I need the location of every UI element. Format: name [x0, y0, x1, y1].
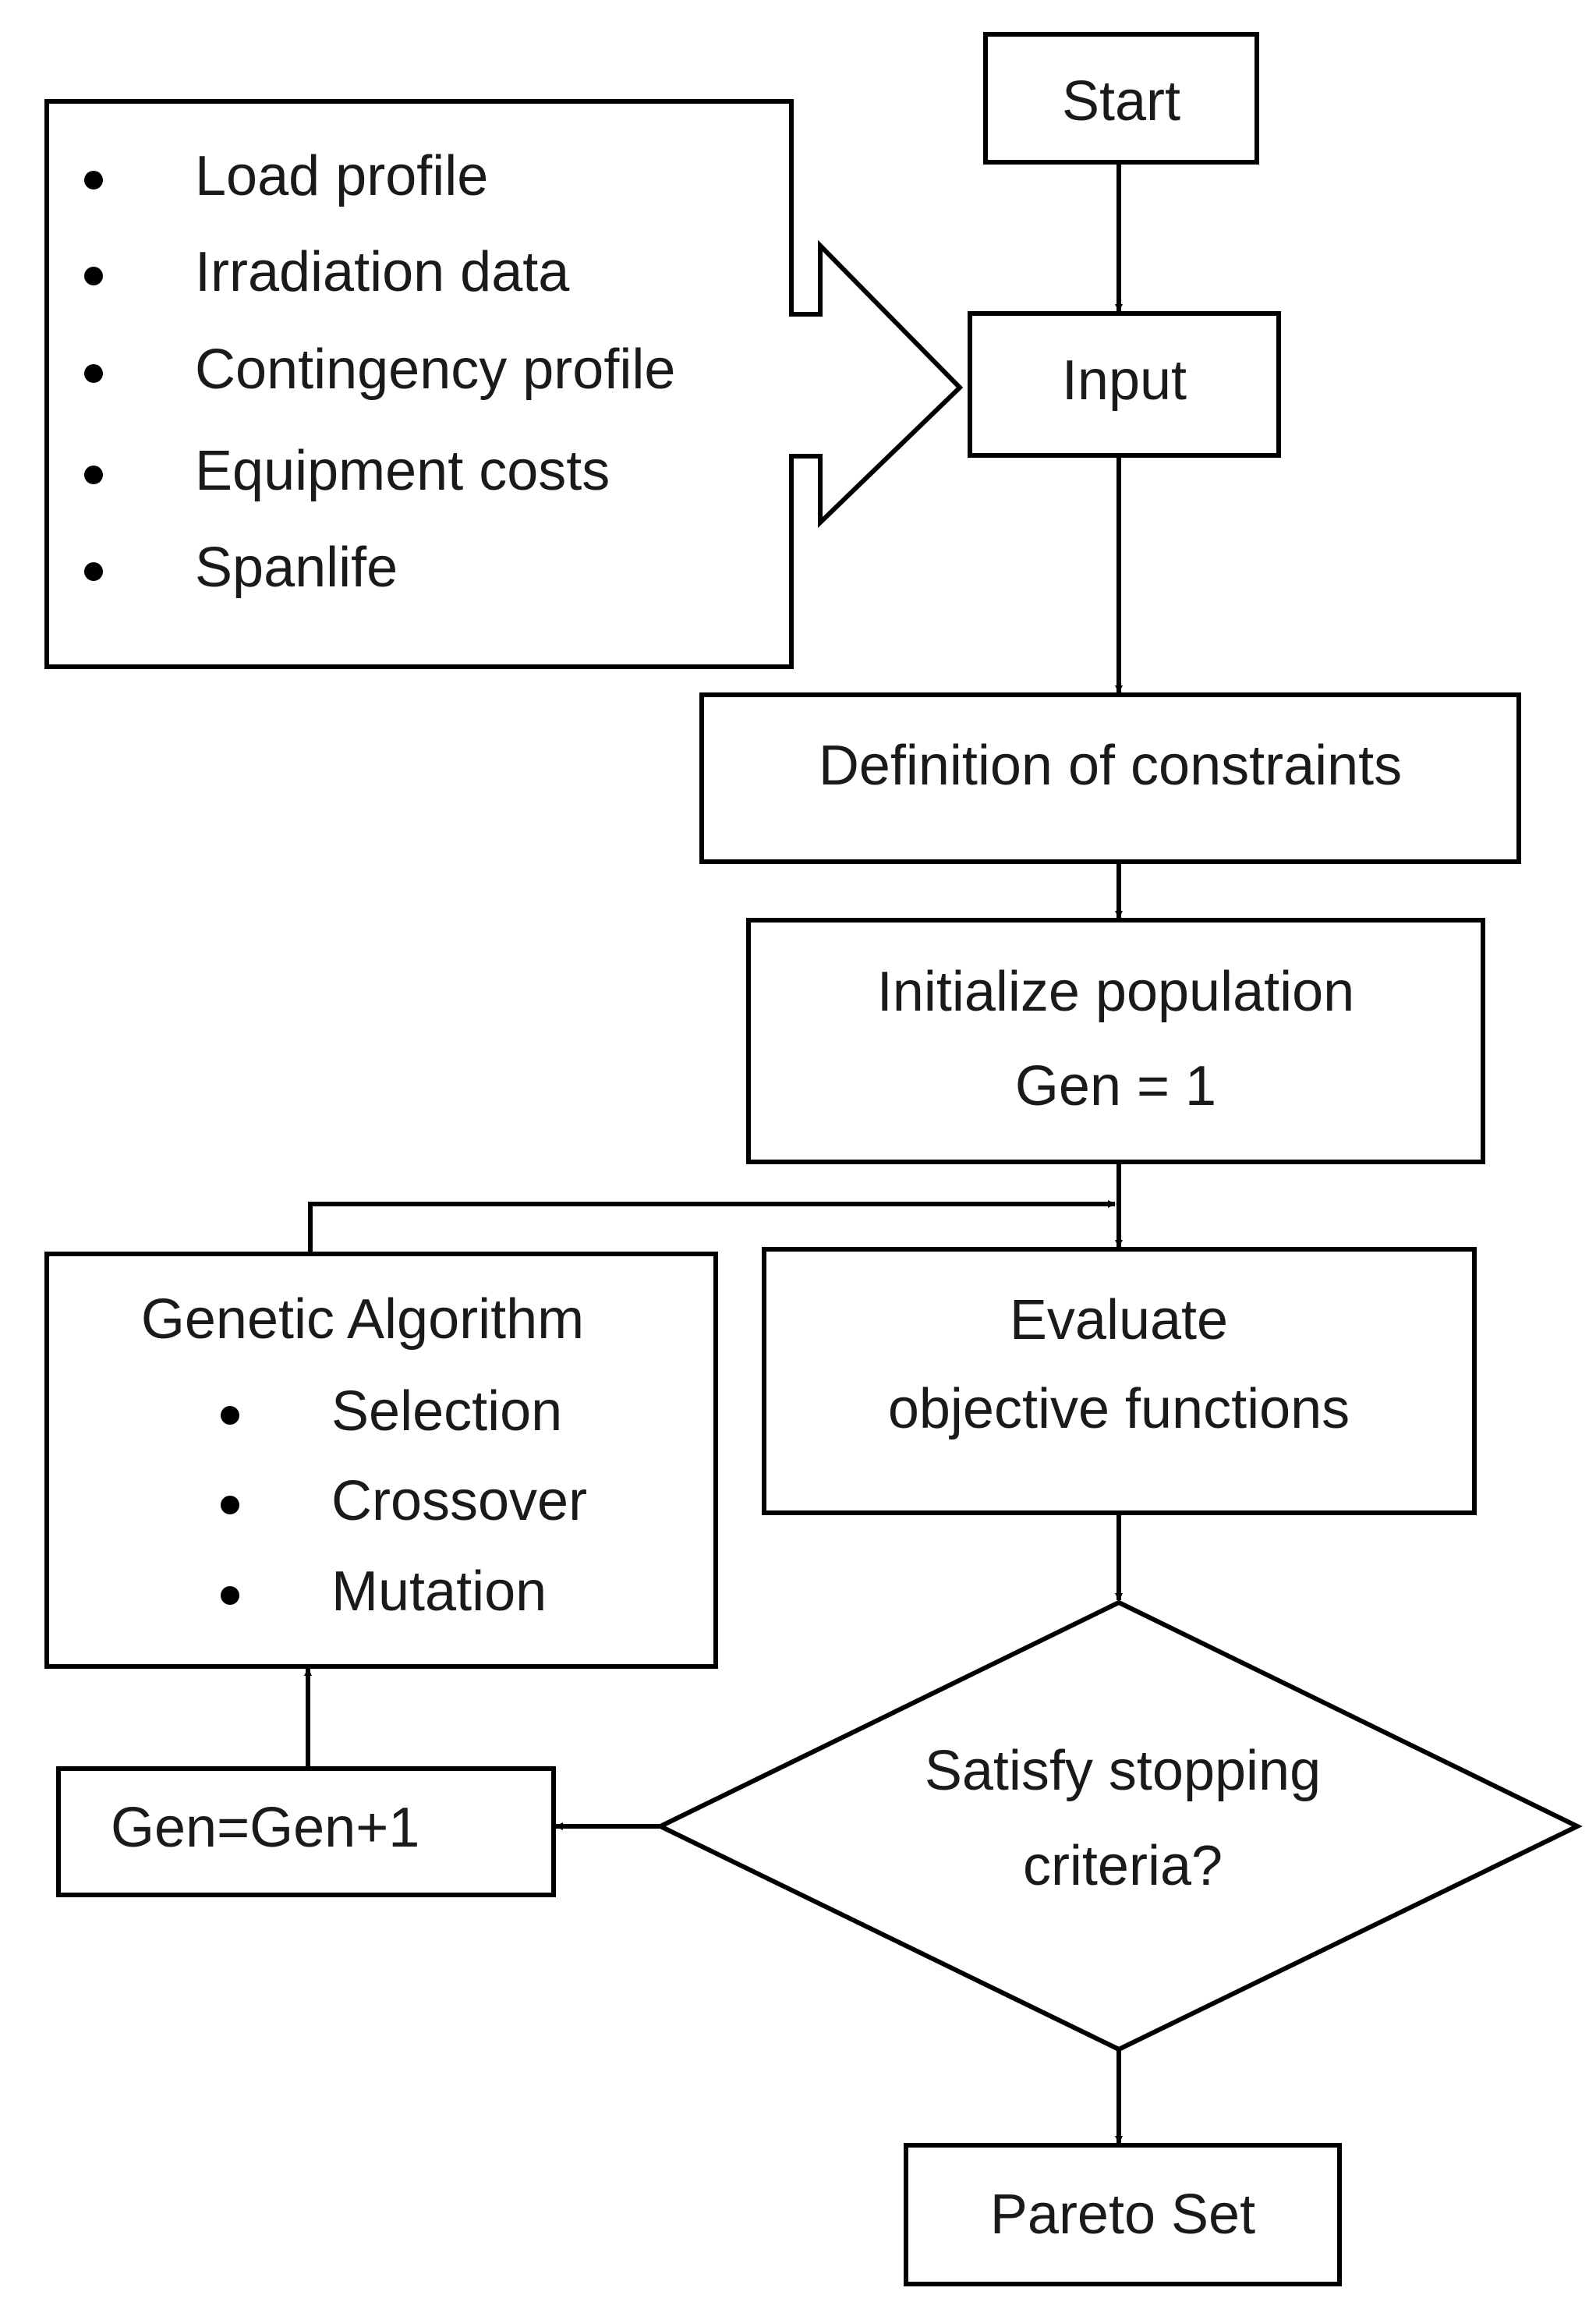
- ga-item: Selection: [331, 1380, 562, 1443]
- bullet-icon: [84, 562, 103, 581]
- input-item: Equipment costs: [195, 440, 610, 502]
- input-item: Contingency profile: [195, 338, 675, 401]
- initialize-label-line1: Initialize population: [877, 961, 1354, 1023]
- input-box: [968, 311, 1281, 458]
- bullet-icon: [84, 171, 103, 189]
- input-item: Irradiation data: [195, 241, 570, 303]
- evaluate-label-line1: Evaluate: [1010, 1289, 1228, 1351]
- constraints-label: Definition of constraints: [819, 735, 1402, 797]
- bullet-icon: [84, 267, 103, 285]
- arrow-ga-loop-to-evaluate: [308, 1200, 1116, 1254]
- genetic-algorithm-box: [44, 1252, 718, 1669]
- ga-item: Mutation: [331, 1560, 547, 1623]
- stopping-criteria-diamond: [655, 1599, 1583, 2052]
- bullet-icon: [84, 364, 103, 383]
- start-label: Start: [1062, 70, 1180, 133]
- bullet-icon: [221, 1586, 239, 1605]
- input-item: Spanlife: [195, 537, 398, 599]
- input-label: Input: [1062, 349, 1187, 412]
- constraints-box: [699, 692, 1521, 864]
- input-data-callout: [44, 99, 964, 669]
- ga-title: Genetic Algorithm: [141, 1288, 584, 1351]
- input-item: Load profile: [195, 145, 488, 207]
- ga-items-list: Selection Crossover Mutation: [221, 1380, 587, 1623]
- bullet-icon: [84, 466, 103, 484]
- bullet-icon: [221, 1406, 239, 1425]
- pareto-set-box: [904, 2143, 1342, 2286]
- gen-increment-label: Gen=Gen+1: [111, 1797, 419, 1859]
- pareto-set-label: Pareto Set: [990, 2183, 1255, 2246]
- input-items-list: Load profile Irradiation data Contingenc…: [84, 145, 675, 599]
- initialize-box: [746, 918, 1485, 1164]
- ga-item: Crossover: [331, 1470, 587, 1532]
- bullet-icon: [221, 1496, 239, 1514]
- decision-label-line2: criteria?: [1023, 1835, 1223, 1897]
- initialize-label-line2: Gen = 1: [1015, 1055, 1216, 1117]
- evaluate-label-line2: objective functions: [888, 1378, 1350, 1440]
- decision-label-line1: Satisfy stopping: [925, 1740, 1321, 1802]
